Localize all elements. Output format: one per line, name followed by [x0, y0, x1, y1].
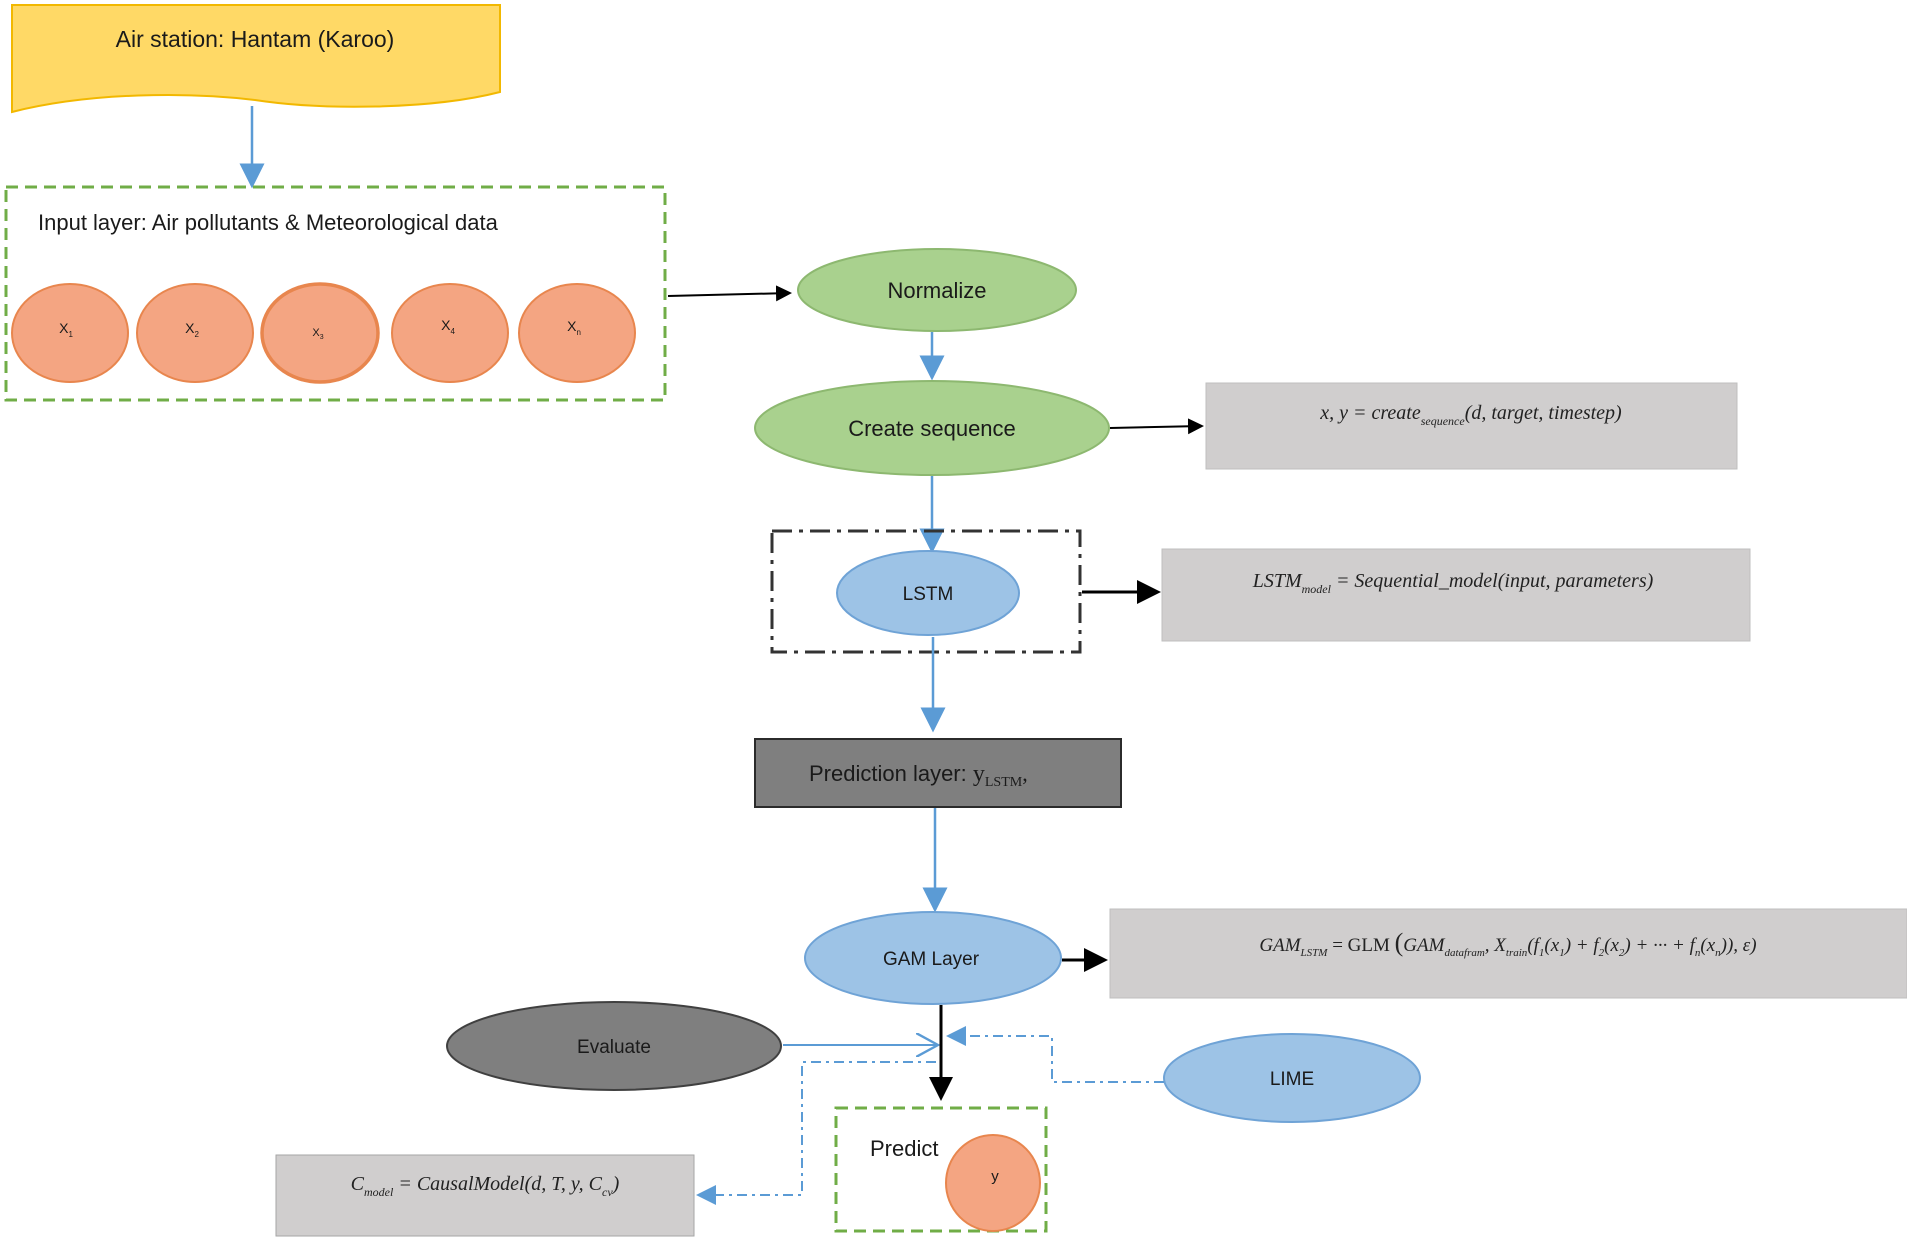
lstm-formula-box	[1161, 548, 1751, 642]
gam-layer-node	[804, 911, 1062, 1005]
prediction-layer-box	[754, 738, 1122, 808]
output-node-label: y	[991, 1168, 999, 1185]
normalize-node	[797, 248, 1077, 332]
lstm-container	[770, 529, 1082, 654]
svg-text:Xn: Xn	[567, 318, 581, 337]
gam-formula-box	[1109, 908, 1907, 999]
svg-text:X1: X1	[59, 320, 73, 339]
create-sequence-label: Create sequence	[848, 416, 1016, 441]
lstm-label: LSTM	[903, 584, 954, 605]
evaluate-label: Evaluate	[577, 1037, 651, 1058]
input-node-2: X2	[136, 283, 254, 383]
station-shape	[11, 4, 501, 114]
lstm-formula: LSTMmodel = Sequential_model(input, para…	[1252, 570, 1654, 596]
lime-label: LIME	[1270, 1069, 1314, 1090]
input-layer-title: Input layer: Air pollutants & Meteorolog…	[38, 210, 499, 235]
sequence-formula: x, y = createsequence(d, target, timeste…	[1319, 402, 1622, 428]
input-node-2-label: X	[185, 320, 195, 336]
input-layer-box	[4, 185, 667, 402]
input-node-n-label: X	[567, 318, 577, 334]
input-node-n: Xn	[518, 283, 636, 383]
normalize-label: Normalize	[887, 278, 986, 303]
evaluate-node	[446, 1001, 782, 1091]
causal-formula-box	[275, 1154, 695, 1237]
gam-layer-label: GAM Layer	[883, 949, 980, 970]
lstm-node	[836, 550, 1020, 636]
input-node-1-label: X	[59, 320, 69, 336]
sequence-formula-box	[1205, 382, 1738, 470]
arrow-output-to-causal	[696, 1061, 936, 1205]
arrow-sequence-to-formula	[1109, 418, 1204, 435]
predict-box-label: Predict	[870, 1136, 938, 1161]
svg-text:X3: X3	[312, 327, 323, 341]
svg-text:X2: X2	[185, 320, 199, 339]
create-sequence-node	[754, 380, 1110, 476]
prediction-layer-label: Prediction layer: yLSTM,	[809, 761, 1028, 790]
input-node-4-label: X	[441, 317, 451, 333]
input-node-1: X1	[11, 283, 129, 383]
input-node-4: X4	[391, 283, 509, 383]
causal-formula: Cmodel = CausalModel(d, T, y, Ccv)	[351, 1173, 620, 1199]
svg-text:X4: X4	[441, 317, 455, 336]
output-node	[945, 1134, 1041, 1232]
arrow-lime-to-output	[946, 1026, 1164, 1083]
input-node-3: X3	[260, 282, 380, 384]
station-label: Air station: Hantam (Karoo)	[116, 26, 395, 52]
lime-node	[1163, 1033, 1421, 1123]
gam-formula: GAMLSTM = GLM (GAMdatafram, Xtrain(f1(x1…	[1259, 928, 1756, 959]
input-node-3-label: X	[312, 327, 320, 339]
arrow-input-to-normalize	[667, 285, 792, 302]
